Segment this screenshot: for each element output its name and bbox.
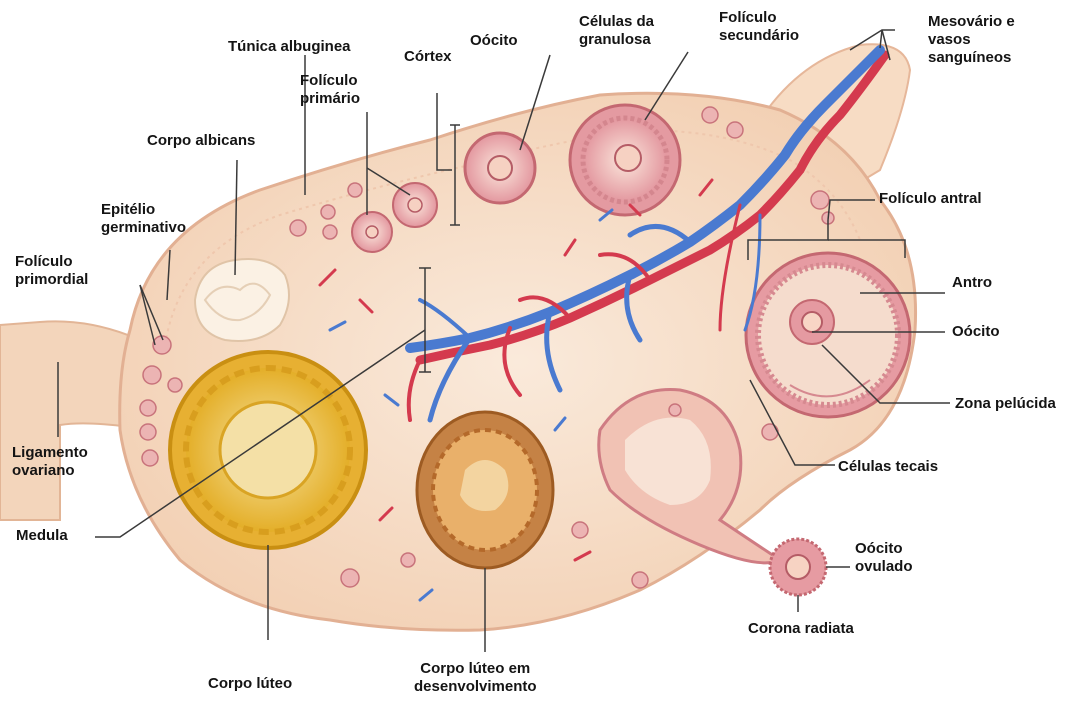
label-corpo-luteo-desenvolvimento-line1: Corpo lúteo em (414, 660, 537, 678)
label-ligamento-ovariano-line2: ovariano (12, 462, 88, 480)
label-ligamento-ovariano-line1: Ligamento (12, 444, 88, 462)
label-foliculo-primordial: Folículo primordial (15, 253, 88, 289)
label-mesovario: Mesovário e vasos sanguíneos (928, 13, 1015, 67)
label-epitelio-germinativo: Epitélio germinativo (101, 201, 186, 237)
label-foliculo-primordial-line1: Folículo (15, 253, 88, 271)
label-epitelio-germinativo-line2: germinativo (101, 219, 186, 237)
secondary-follicle (570, 105, 680, 215)
label-foliculo-primario-line1: Folículo (300, 72, 360, 90)
label-epitelio-germinativo-line1: Epitélio (101, 201, 186, 219)
label-corpo-luteo-desenvolvimento-line2: desenvolvimento (414, 678, 537, 696)
ovulated-oocyte (770, 539, 826, 595)
label-foliculo-secundario: Folículo secundário (719, 9, 799, 45)
label-foliculo-primario: Folículo primário (300, 72, 360, 108)
label-corpo-luteo-desenvolvimento: Corpo lúteo em desenvolvimento (414, 660, 537, 696)
label-corpo-albicans: Corpo albicans (147, 132, 255, 150)
label-corona-radiata: Corona radiata (748, 620, 854, 638)
label-oocito-ovulado-line2: ovulado (855, 558, 913, 576)
label-corpo-luteo: Corpo lúteo (208, 675, 292, 693)
label-foliculo-primordial-line2: primordial (15, 271, 88, 289)
corpus-albicans (195, 259, 289, 341)
label-celulas-granulosa-line1: Células da (579, 13, 654, 31)
label-mesovario-line2: vasos (928, 31, 1015, 49)
label-oocito-ovulado-line1: Oócito (855, 540, 913, 558)
label-oocito-top: Oócito (470, 32, 518, 50)
label-celulas-tecais: Células tecais (838, 458, 938, 476)
antral-follicle (746, 253, 910, 417)
developing-corpus-luteum (417, 412, 553, 568)
label-foliculo-secundario-line1: Folículo (719, 9, 799, 27)
label-foliculo-primario-line2: primário (300, 90, 360, 108)
label-celulas-granulosa: Células da granulosa (579, 13, 654, 49)
label-medula: Medula (16, 527, 68, 545)
label-cortex: Córtex (404, 48, 452, 66)
corpus-luteum (170, 352, 366, 548)
label-oocito-ovulado: Oócito ovulado (855, 540, 913, 576)
label-tunica-albuginea: Túnica albuginea (228, 38, 351, 56)
label-mesovario-line3: sanguíneos (928, 49, 1015, 67)
label-oocito-right: Oócito (952, 323, 1000, 341)
label-mesovario-line1: Mesovário e (928, 13, 1015, 31)
growing-follicle (465, 133, 535, 203)
label-zona-pelucida: Zona pelúcida (955, 395, 1056, 413)
label-antro: Antro (952, 274, 992, 292)
label-foliculo-secundario-line2: secundário (719, 27, 799, 45)
label-ligamento-ovariano: Ligamento ovariano (12, 444, 88, 480)
label-celulas-granulosa-line2: granulosa (579, 31, 654, 49)
label-foliculo-antral: Folículo antral (879, 190, 982, 208)
